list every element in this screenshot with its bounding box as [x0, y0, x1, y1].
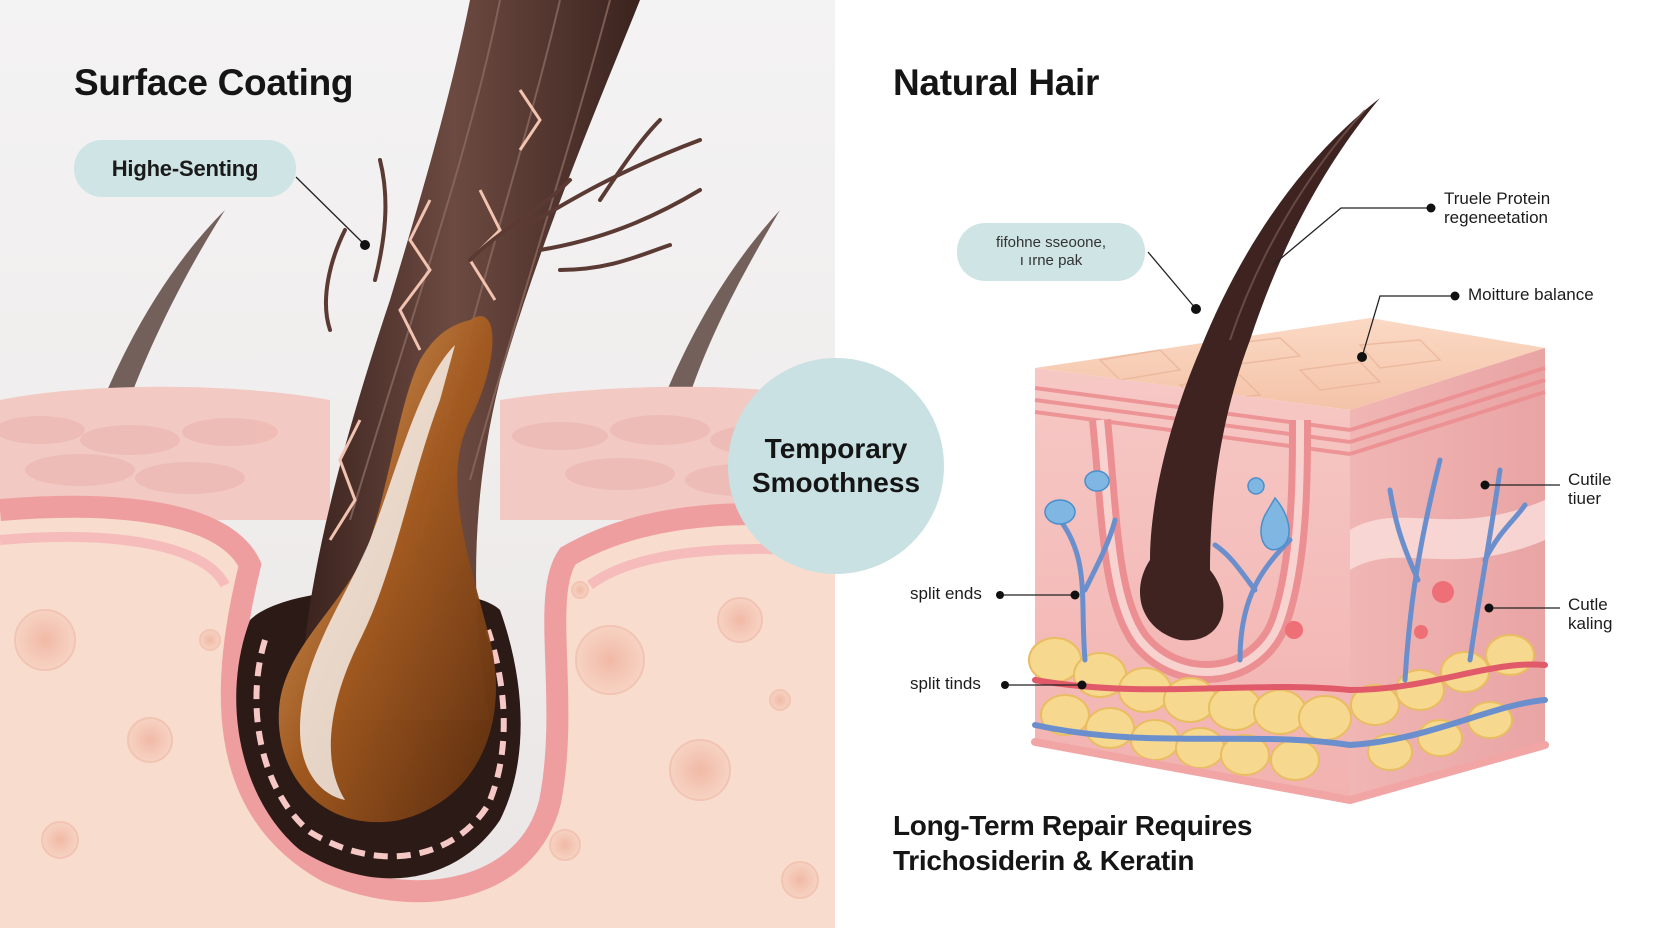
circle-text-line2: Smoothness — [751, 467, 921, 498]
callout-moisture-balance: Moitture balance — [1468, 285, 1594, 304]
callout-cutile-tiuer: Cutile tiuer — [1568, 470, 1611, 508]
temporary-smoothness-circle: Temporary Smoothness — [728, 358, 944, 574]
circle-text-line1: Temporary — [764, 433, 908, 464]
coating-label-text: Highe-Senting — [111, 155, 259, 181]
right-panel-title: Natural Hair — [893, 62, 1100, 103]
callout-protein-line1: Truele Protein — [1444, 189, 1551, 208]
leader-dots — [360, 203, 1494, 690]
natural-hair-pill: fifohne sseoone, ı ırne pak — [957, 223, 1145, 281]
callout-split-ends: split ends — [910, 584, 982, 603]
callout-cutile-line2: tiuer — [1568, 489, 1602, 508]
callout-split-tinds: split tinds — [910, 674, 981, 693]
callout-cutle-line2: kaling — [1568, 614, 1613, 633]
callout-cutle-kaling: Cutle kaling — [1568, 595, 1612, 633]
footer-line1: Long-Term Repair Requires — [893, 810, 1253, 841]
coating-label-pill: Highe-Senting — [74, 140, 296, 197]
callout-cutle-line1: Cutle — [1568, 595, 1608, 614]
callout-cutile-line1: Cutile — [1568, 470, 1612, 489]
skin-cube — [1028, 98, 1549, 805]
natural-pill-line1: fifohne sseoone, — [995, 234, 1107, 251]
footer-caption: Long-Term Repair Requires Trichosiderin … — [893, 808, 1252, 878]
hair-shaft — [278, 0, 702, 823]
leader-lines — [295, 176, 1560, 686]
footer-line2: Trichosiderin & Keratin — [893, 845, 1195, 876]
callout-protein-line2: regeneetation — [1444, 208, 1548, 227]
natural-pill-line2: ı ırne pak — [1019, 252, 1083, 269]
callout-protein-regeneration: Truele Protein regeneetation — [1444, 189, 1550, 227]
left-panel-title: Surface Coating — [74, 62, 354, 103]
